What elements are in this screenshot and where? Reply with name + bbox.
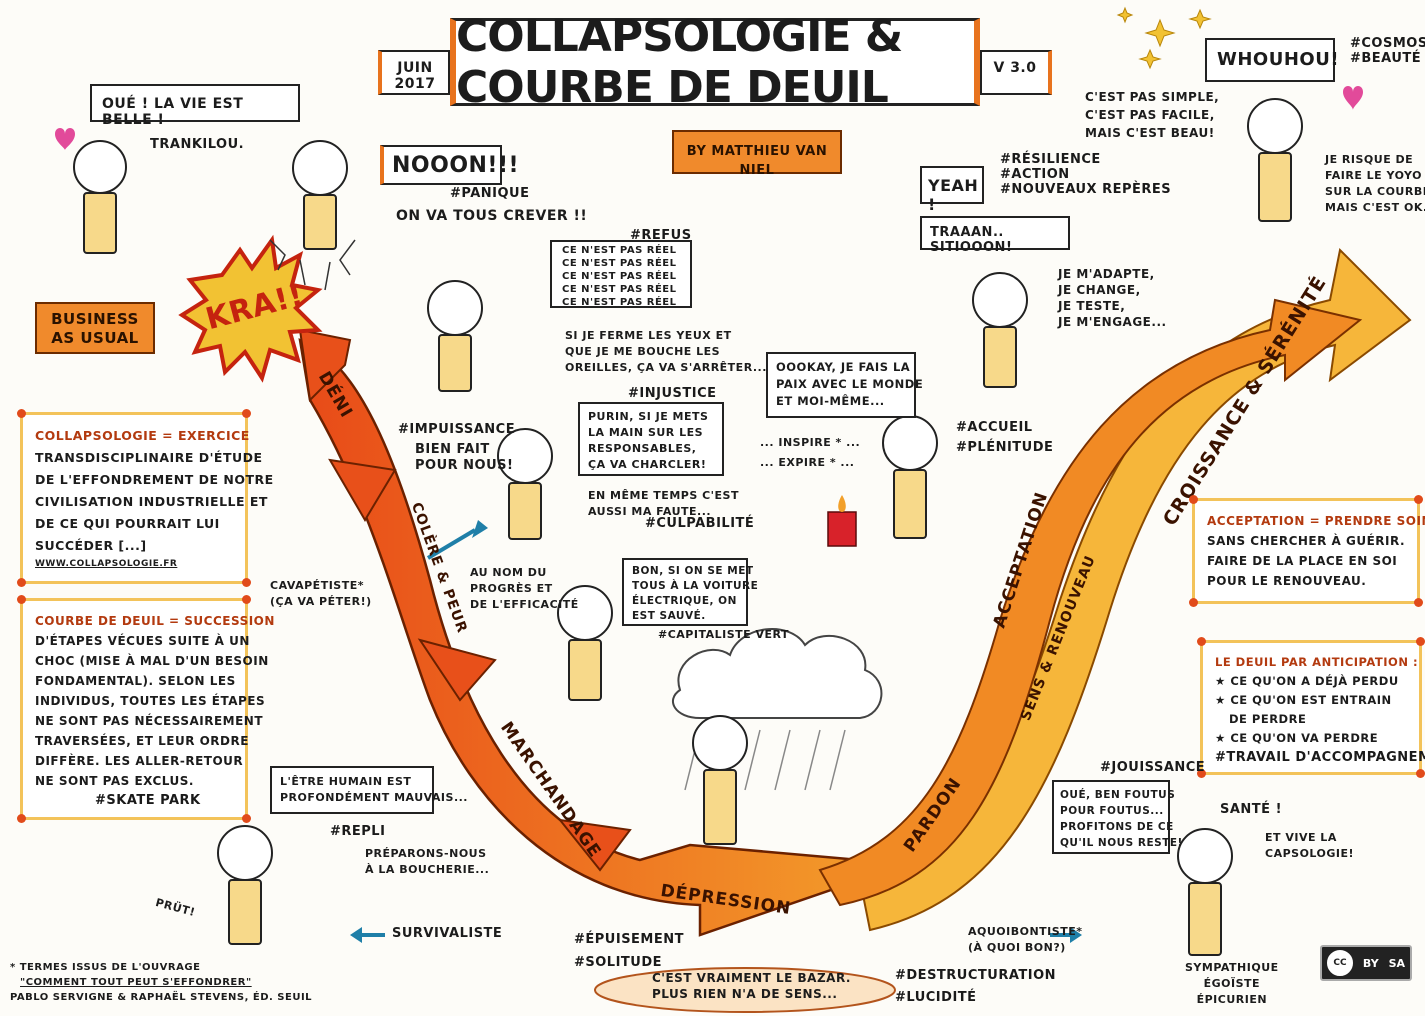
- voiture-speech: BON, SI ON SE MET TOUS À LA VOITURE ÉLEC…: [622, 558, 758, 626]
- bazar-text: C'EST VRAIMENT LE BAZAR. PLUS RIEN N'A D…: [652, 971, 851, 1001]
- capitaliste-tag: #CAPITALISTE VERT: [658, 628, 789, 641]
- character-whouhou: [1245, 98, 1305, 223]
- expire-label: ... EXPIRE * ...: [760, 456, 855, 469]
- impuissance-text: BIEN FAIT POUR NOUS!: [415, 442, 514, 473]
- accueil-tag: #ACCUEIL: [956, 420, 1033, 435]
- charcler-speech: PURIN, SI JE METS LA MAIN SUR LES RESPON…: [578, 402, 724, 476]
- sante-label: SANTÉ !: [1220, 802, 1283, 817]
- crever-line: ON VA TOUS CREVER !!: [396, 208, 588, 224]
- card-acceptation: ACCEPTATION = PRENDRE SOIN SANS CHERCHER…: [1189, 495, 1425, 607]
- heart-right: [1343, 86, 1363, 110]
- panique-tag: #PANIQUE: [450, 186, 530, 201]
- mauvais-speech: L'ÊTRE HUMAIN EST PROFONDÉMENT MAUVAIS..…: [270, 766, 467, 814]
- paix-speech: OOOKAY, JE FAIS LA PAIX AVEC LE MONDE ET…: [766, 352, 923, 418]
- footer-credits: * TERMES ISSUS DE L'OUVRAGE "COMMENT TOU…: [10, 962, 313, 1003]
- yeah-speech: YEAH !: [920, 166, 984, 214]
- progres-text: AU NOM DU PROGRÈS ET DE L'EFFICACITÉ: [470, 566, 579, 611]
- solitude-tag: #SOLITUDE: [574, 955, 663, 970]
- culpabilite-tag: #CULPABILITÉ: [645, 516, 755, 531]
- collapso-url: WWW.COLLAPSOLOGIE.FR: [35, 559, 178, 569]
- card-anticipation: LE DEUIL PAR ANTICIPATION : ★ CE QU'ON A…: [1197, 637, 1425, 778]
- start-note: TRANKILOU.: [150, 137, 245, 152]
- character-survivaliste: [215, 825, 275, 945]
- lucidite-tag: #LUCIDITÉ: [895, 990, 977, 1005]
- transition-speech: TRAAAN.. SITIOOON!: [920, 216, 1070, 255]
- version-ribbon: v 3.0: [980, 50, 1052, 95]
- author-box: by MATTHIEU VAN NIEL: [672, 130, 842, 178]
- character-depression: [690, 715, 750, 845]
- character-renouveau: [970, 272, 1030, 388]
- date-ribbon: JUIN 2017: [378, 50, 450, 95]
- card-collapsologie: COLLAPSOLOGIE = EXERCICE TRANSDISCIPLINA…: [17, 409, 273, 587]
- simple-text: C'EST PAS SIMPLE, C'EST PAS FACILE, MAIS…: [1085, 90, 1220, 140]
- plenitude-tag: #PLÉNITUDE: [956, 440, 1054, 455]
- renouveau-tags: #RÉSILIENCE #ACTION #NOUVEAUX REPÈRES: [1000, 152, 1172, 197]
- start-speech: OUÉ ! LA VIE EST BELLE !: [90, 84, 300, 128]
- business-tag: BUSINESS AS USUAL: [35, 302, 155, 354]
- cc-icon: CC: [1326, 950, 1353, 976]
- noon-speech: NOOON!!!: [380, 145, 519, 185]
- character-epicurien: [1175, 828, 1235, 958]
- faute-text: EN MÊME TEMPS C'EST AUSSI MA FAUTE...: [588, 489, 739, 518]
- whouhou-speech: WHOUHOU!: [1205, 38, 1339, 82]
- sa-icon: SA: [1388, 956, 1406, 970]
- impuissance-tag: #IMPUISSANCE: [398, 422, 516, 437]
- inspire-label: ... INSPIRE * ...: [760, 436, 861, 449]
- heart-left: [55, 128, 75, 150]
- injustice-tag: #INJUSTICE: [628, 386, 717, 401]
- adapte-text: JE M'ADAPTE, JE CHANGE, JE TESTE, JE M'E…: [1058, 267, 1167, 329]
- refus-tag: #REFUS: [630, 228, 692, 243]
- crash-burst: [178, 234, 323, 383]
- depression-platform: [594, 967, 896, 1013]
- cavapetiste-label: CAVAPÉTISTE* (ÇA VA PÉTER!): [270, 579, 372, 608]
- character-deni: [425, 280, 485, 392]
- character-noon: [290, 140, 350, 250]
- author-label: by MATTHIEU VAN NIEL: [686, 144, 828, 178]
- epuisement-tag: #ÉPUISEMENT: [574, 932, 685, 947]
- date-label: JUIN 2017: [394, 60, 436, 92]
- epicurien-label: SYMPATHIQUE ÉGOÏSTE ÉPICURIEN: [1185, 961, 1279, 1006]
- survivaliste-label: SURVIVALISTE: [392, 926, 503, 941]
- cc-license-badge: CC BY SA: [1320, 945, 1412, 981]
- page-title: COLLAPSOLOGIE & COURBE DE DEUIL: [456, 11, 903, 113]
- aquoibontiste-label: AQUOIBONTISTE* (À QUOI BON?): [968, 925, 1083, 954]
- repli-tag: #REPLI: [330, 824, 386, 839]
- candle: [827, 511, 857, 547]
- title-banner: COLLAPSOLOGIE & COURBE DE DEUIL: [450, 11, 980, 113]
- foutus-speech: OUÉ, BEN FOUTUS POUR FOUTUS... PROFITONS…: [1052, 780, 1182, 854]
- refus-box: CE N'EST PAS RÉEL CE N'EST PAS RÉEL CE N…: [550, 240, 692, 308]
- curve-main-band: [298, 338, 862, 937]
- character-colere: [495, 428, 555, 540]
- curve-inner-band: [818, 298, 1363, 907]
- eyes-text: SI JE FERME LES YEUX ET QUE JE ME BOUCHE…: [565, 329, 767, 374]
- cosmos-tags: #COSMOS #BEAUTÉ: [1350, 36, 1425, 66]
- vive-label: ET VIVE LA CAPSOLOGIE!: [1265, 831, 1355, 860]
- rain-cloud: [672, 628, 883, 719]
- version-label: v 3.0: [993, 60, 1037, 76]
- character-acceptation: [880, 415, 940, 540]
- jouissance-tag: #JOUISSANCE: [1100, 760, 1206, 775]
- skatepark-tag: #SKATE PARK: [95, 793, 201, 808]
- yoyo-text: JE RISQUE DE FAIRE LE YOYO SUR LA COURBE…: [1325, 153, 1425, 214]
- destructuration-tag: #DESTRUCTURATION: [895, 968, 1057, 983]
- card-courbe-deuil: COURBE DE DEUIL = SUCCESSION D'ÉTAPES VÉ…: [17, 595, 274, 823]
- character-start: [70, 140, 130, 254]
- character-marchandage: [555, 585, 615, 701]
- by-icon: BY: [1362, 956, 1379, 970]
- boucherie-text: PRÉPARONS-NOUS À LA BOUCHERIE...: [365, 847, 490, 876]
